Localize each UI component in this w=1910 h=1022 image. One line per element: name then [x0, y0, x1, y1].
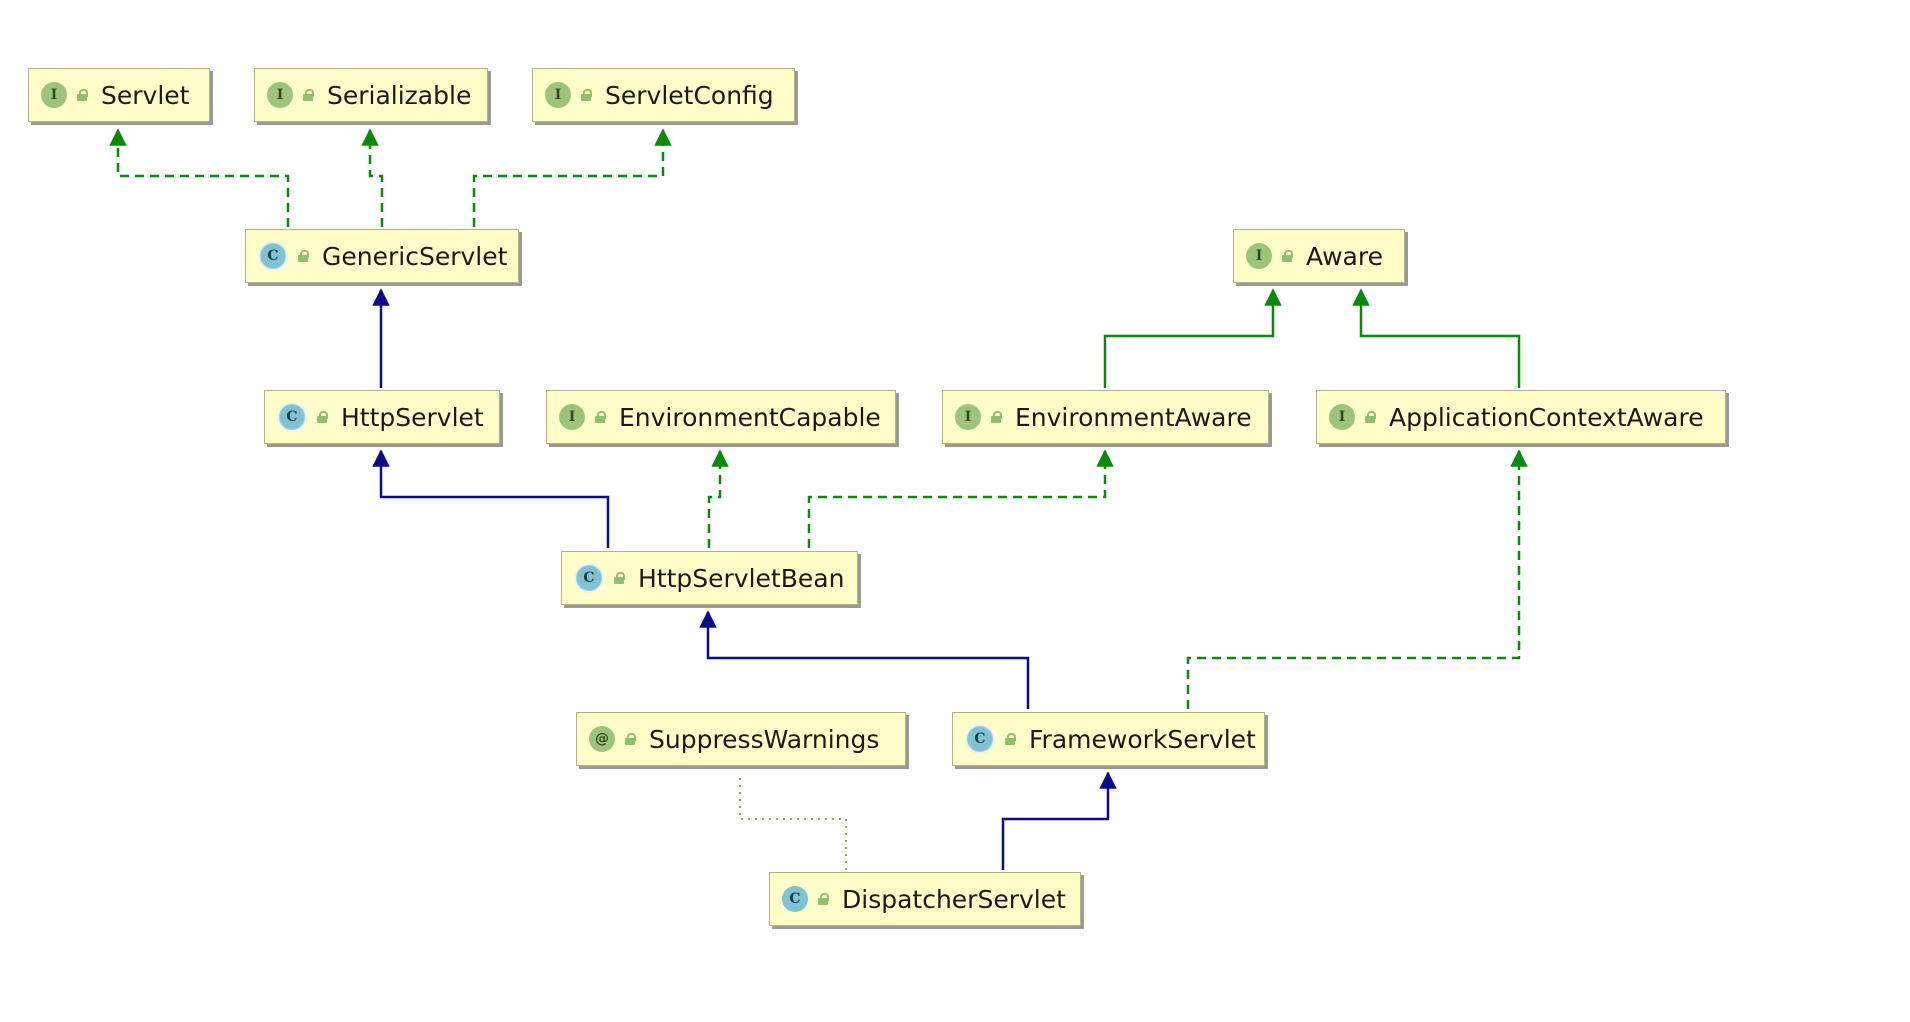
public-lock-icon: [991, 411, 1003, 423]
edge-httpservletbean-httpservlet: [372, 449, 610, 548]
edge-httpservletbean-environmentaware: [807, 449, 1114, 548]
edge-dispatcherservlet-suppresswarnings: [739, 773, 847, 870]
node-label: FrameworkServlet: [1029, 724, 1256, 754]
node-label: SuppressWarnings: [649, 724, 880, 754]
edge-applicationcontextaware-aware: [1352, 288, 1521, 388]
node-dispatcherservlet[interactable]: C DispatcherServlet: [769, 872, 1081, 926]
node-label: Servlet: [101, 80, 190, 110]
public-lock-icon: [625, 733, 637, 745]
node-environmentcapable[interactable]: I EnvironmentCapable: [546, 390, 896, 444]
node-label: HttpServlet: [341, 402, 484, 432]
interface-icon: I: [267, 82, 293, 108]
node-label: ServletConfig: [605, 80, 774, 110]
node-httpservlet[interactable]: C HttpServlet: [264, 390, 500, 444]
node-label: DispatcherServlet: [842, 884, 1066, 914]
interface-icon: I: [559, 404, 585, 430]
node-applicationcontextaware[interactable]: I ApplicationContextAware: [1316, 390, 1726, 444]
node-label: HttpServletBean: [638, 563, 845, 593]
abstract-class-icon: C: [277, 402, 307, 432]
edge-dispatcherservlet-frameworkservlet: [1001, 771, 1117, 870]
node-serializable[interactable]: I Serializable: [254, 68, 488, 122]
node-label: EnvironmentCapable: [619, 402, 881, 432]
node-servletconfig[interactable]: I ServletConfig: [532, 68, 795, 122]
edge-genericservlet-servletconfig: [472, 128, 672, 227]
public-lock-icon: [581, 89, 593, 101]
class-icon: C: [782, 886, 808, 912]
node-httpservletbean[interactable]: C HttpServletBean: [561, 551, 858, 605]
node-label: Serializable: [327, 80, 472, 110]
abstract-class-icon: C: [574, 563, 604, 593]
public-lock-icon: [595, 411, 607, 423]
node-suppresswarnings[interactable]: @ SuppressWarnings: [576, 712, 906, 766]
node-aware[interactable]: I Aware: [1233, 229, 1405, 283]
node-label: GenericServlet: [322, 241, 508, 271]
interface-icon: I: [1329, 404, 1355, 430]
interface-icon: I: [1246, 243, 1272, 269]
node-environmentaware[interactable]: I EnvironmentAware: [942, 390, 1269, 444]
public-lock-icon: [77, 89, 89, 101]
node-label: EnvironmentAware: [1015, 402, 1252, 432]
interface-icon: I: [41, 82, 67, 108]
interface-icon: I: [955, 404, 981, 430]
public-lock-icon: [317, 411, 329, 423]
public-lock-icon: [1282, 250, 1294, 262]
public-lock-icon: [1365, 411, 1377, 423]
public-lock-icon: [298, 250, 310, 262]
node-genericservlet[interactable]: C GenericServlet: [245, 229, 519, 283]
interface-icon: I: [545, 82, 571, 108]
abstract-class-icon: C: [965, 724, 995, 754]
node-servlet[interactable]: I Servlet: [28, 68, 210, 122]
node-label: ApplicationContextAware: [1389, 402, 1704, 432]
public-lock-icon: [614, 572, 626, 584]
node-frameworkservlet[interactable]: C FrameworkServlet: [952, 712, 1265, 766]
annotation-icon: @: [589, 726, 615, 752]
edge-genericservlet-servlet: [109, 128, 290, 227]
public-lock-icon: [818, 893, 830, 905]
edge-genericservlet-serializable: [361, 128, 384, 227]
public-lock-icon: [1005, 733, 1017, 745]
public-lock-icon: [303, 89, 315, 101]
edge-frameworkservlet-applicationcontextaware: [1186, 449, 1528, 709]
abstract-class-icon: C: [258, 241, 288, 271]
node-label: Aware: [1306, 241, 1383, 271]
edge-frameworkservlet-httpservletbean: [699, 610, 1030, 709]
edge-httpservletbean-environmentcapable: [707, 449, 729, 548]
edge-environmentaware-aware: [1103, 288, 1282, 388]
